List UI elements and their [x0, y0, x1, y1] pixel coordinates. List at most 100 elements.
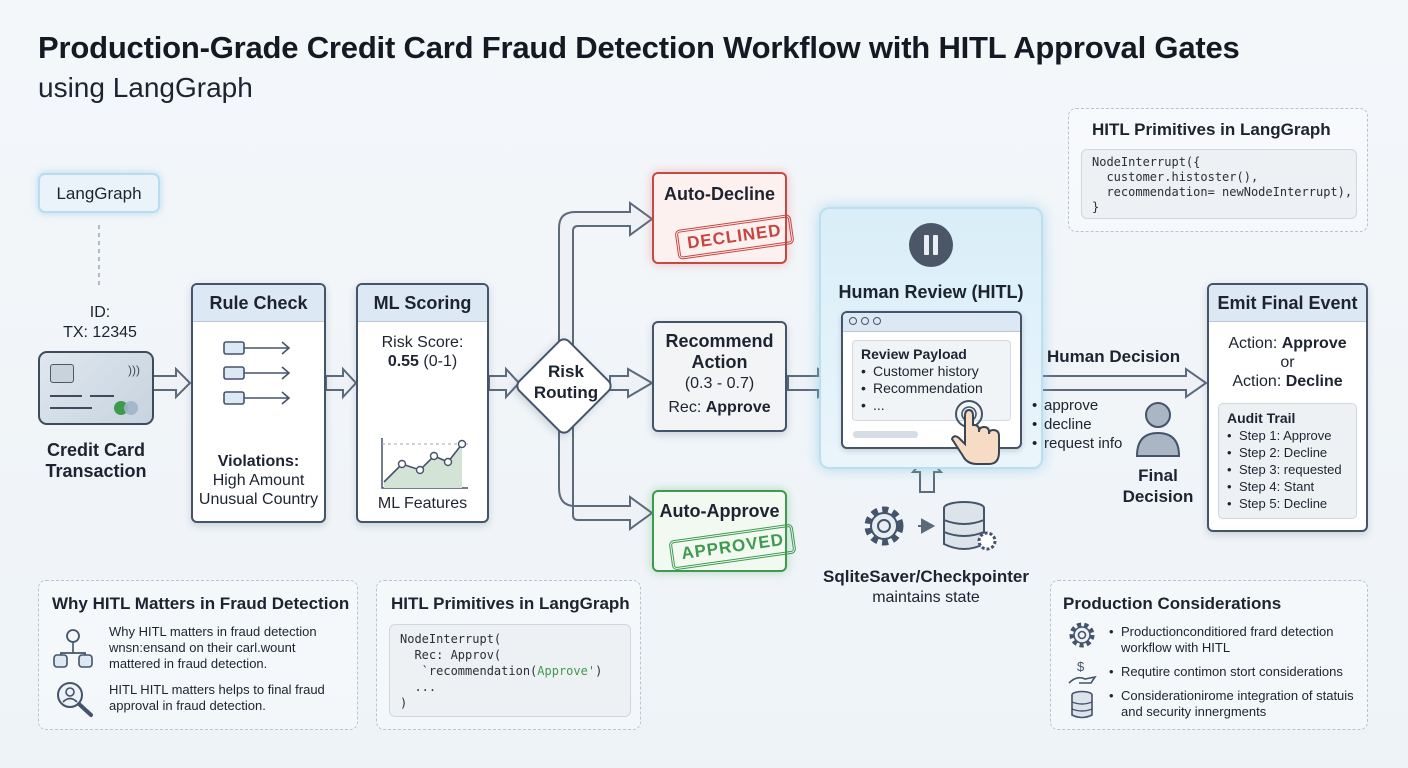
- checkpointer-caption: SqliteSaver/Checkpointer maintains state: [806, 567, 1046, 607]
- transaction-caption-line1: Credit Card: [46, 440, 145, 460]
- page-title: Production-Grade Credit Card Fraud Detec…: [38, 30, 1240, 65]
- rules-icon: [223, 341, 291, 405]
- database-icon: [943, 501, 997, 551]
- action2-label: Action:: [1232, 373, 1286, 390]
- money-hand-icon: $: [1068, 659, 1097, 684]
- action1-value: Approve: [1281, 335, 1347, 352]
- database-icon: [1071, 690, 1093, 719]
- checkpointer-title: SqliteSaver/Checkpointer: [823, 567, 1029, 586]
- ml-scoring-title: ML Scoring: [358, 285, 487, 322]
- ml-features-label: ML Features: [377, 495, 468, 512]
- rule-check-title: Rule Check: [193, 285, 324, 322]
- code-token-approve: Approve': [537, 664, 596, 678]
- action1-label: Action:: [1228, 335, 1282, 352]
- code-line: }: [1092, 200, 1100, 214]
- code-token: ): [595, 664, 603, 678]
- violation-high-amount: High Amount: [212, 472, 305, 489]
- network-people-icon: [53, 629, 93, 668]
- gear-icon: [864, 506, 904, 546]
- audit-step: Step 5: Decline: [1227, 495, 1348, 512]
- decision-option-request-info: request info: [1032, 434, 1122, 453]
- code-line: ): [400, 696, 408, 710]
- code-token: `recommendation(: [400, 664, 538, 678]
- production-title: Production Considerations: [1063, 594, 1282, 613]
- violation-unusual-country: Unusual Country: [198, 491, 319, 508]
- code-line: NodeInterrupt({: [1092, 155, 1201, 169]
- declined-stamp: DECLINED: [674, 214, 795, 260]
- production-icons: $: [1068, 622, 1097, 719]
- emit-final-title: Emit Final Event: [1209, 285, 1366, 322]
- why-hitl-item1: Why HITL matters in fraud detection wnsn…: [109, 624, 317, 671]
- human-review-title: Human Review (HITL): [838, 282, 1024, 302]
- langgraph-label: LangGraph: [56, 184, 142, 203]
- review-payload: Review Payload Customer history Recommen…: [852, 340, 1011, 421]
- transaction-caption: Credit Card Transaction: [28, 440, 164, 482]
- risk-score-label: Risk Score:: [381, 334, 464, 351]
- code-line: `recommendation(Approve'): [400, 663, 620, 679]
- transaction-id-label: ID:: [89, 304, 111, 321]
- decision-option-approve: approve: [1032, 396, 1122, 415]
- code-line: recommendation= newNodeInterrupt),: [1092, 185, 1353, 199]
- human-decision-label: Human Decision: [1047, 347, 1181, 366]
- checkpointer-icons: [864, 501, 997, 551]
- primitives-bottom-panel: HITL Primitives in LangGraph NodeInterru…: [376, 580, 641, 730]
- violations-label: Violations:: [217, 453, 300, 470]
- langgraph-badge: LangGraph: [38, 173, 160, 213]
- code-line: customer.histoster(),: [1092, 170, 1259, 184]
- recommend-line1: Recommend: [665, 331, 774, 351]
- risk-score-range: (0-1): [418, 353, 458, 370]
- decision-option-decline: decline: [1032, 415, 1122, 434]
- ml-features-chart-icon: [381, 438, 468, 489]
- final-decision-line2: Decision: [1122, 487, 1194, 506]
- production-item: Requtire contimon stort considerations: [1109, 664, 1361, 680]
- gear-icon: [1069, 622, 1095, 648]
- risk-routing-label: Risk Routing: [524, 361, 608, 403]
- auto-approve-node: Auto-Approve APPROVED: [652, 490, 797, 572]
- final-decision-label: Final Decision: [1110, 465, 1206, 507]
- audit-step: Step 1: Approve: [1227, 427, 1348, 444]
- primitives-top-panel: HITL Primitives in LangGraph NodeInterru…: [1068, 108, 1368, 232]
- auto-approve-title: Auto-Approve: [659, 501, 780, 521]
- payload-item: ...: [861, 397, 1002, 414]
- page-subtitle: using LangGraph: [38, 72, 253, 103]
- recommend-action-node: Recommend Action (0.3 - 0.7) Rec: Approv…: [652, 321, 787, 432]
- rec-label: Rec:: [668, 399, 706, 416]
- audit-trail: Audit Trail Step 1: Approve Step 2: Decl…: [1218, 403, 1357, 519]
- recommend-rec: Rec: Approve: [654, 399, 785, 417]
- ml-scoring-node: ML Scoring Risk Score: 0.55 (0-1) ML Fea…: [356, 283, 489, 523]
- rule-check-node: Rule Check Violations: High Amount Unusu…: [191, 283, 326, 523]
- auto-decline-title: Auto-Decline: [663, 184, 775, 204]
- risk-score: Risk Score: 0.55 (0-1): [358, 333, 487, 371]
- production-item: Considerationirome integration of statui…: [1109, 688, 1361, 720]
- primitives-bottom-title: HITL Primitives in LangGraph: [391, 594, 630, 613]
- risk-routing-line2: Routing: [533, 383, 599, 402]
- primitives-top-title: HITL Primitives in LangGraph: [1092, 120, 1331, 139]
- click-hand-icon: [950, 400, 1000, 465]
- primitives-top-code: NodeInterrupt({ customer.histoster(), re…: [1081, 149, 1357, 219]
- production-panel: Production Considerations $ Productionco…: [1050, 580, 1368, 730]
- emit-actions: Action: Approve or Action: Decline: [1209, 334, 1366, 391]
- payload-item: Recommendation: [861, 380, 1002, 397]
- transaction-tx: TX: 12345: [63, 324, 137, 341]
- why-hitl-panel: Why HITL Matters in Fraud Detection Why …: [38, 580, 358, 730]
- audit-step: Step 2: Decline: [1227, 444, 1348, 461]
- why-hitl-item2: HITL HITL matters helps to final fraud a…: [109, 682, 325, 713]
- risk-score-value: 0.55: [387, 353, 419, 370]
- audit-trail-title: Audit Trail: [1227, 410, 1296, 426]
- code-line: Rec: Approv(: [400, 648, 502, 662]
- review-window-titlebar: [843, 313, 1020, 332]
- action-or: or: [1280, 354, 1295, 371]
- code-line: NodeInterrupt(: [400, 632, 502, 646]
- human-decision-options: approve decline request info: [1032, 396, 1122, 453]
- pause-icon: [909, 223, 953, 267]
- recommend-line2: Action: [691, 352, 748, 372]
- primitives-bottom-code: NodeInterrupt( Rec: Approv( `recommendat…: [389, 624, 631, 717]
- final-decision-line1: Final: [1138, 466, 1178, 485]
- magnifier-person-icon: [57, 682, 93, 717]
- why-hitl-title: Why HITL Matters in Fraud Detection: [52, 594, 350, 613]
- audit-step: Step 3: requested: [1227, 461, 1348, 478]
- risk-routing-line1: Risk: [548, 362, 584, 381]
- approved-stamp: APPROVED: [668, 523, 797, 571]
- recommend-range: (0.3 - 0.7): [684, 375, 755, 392]
- checkpointer-subtitle: maintains state: [872, 589, 980, 606]
